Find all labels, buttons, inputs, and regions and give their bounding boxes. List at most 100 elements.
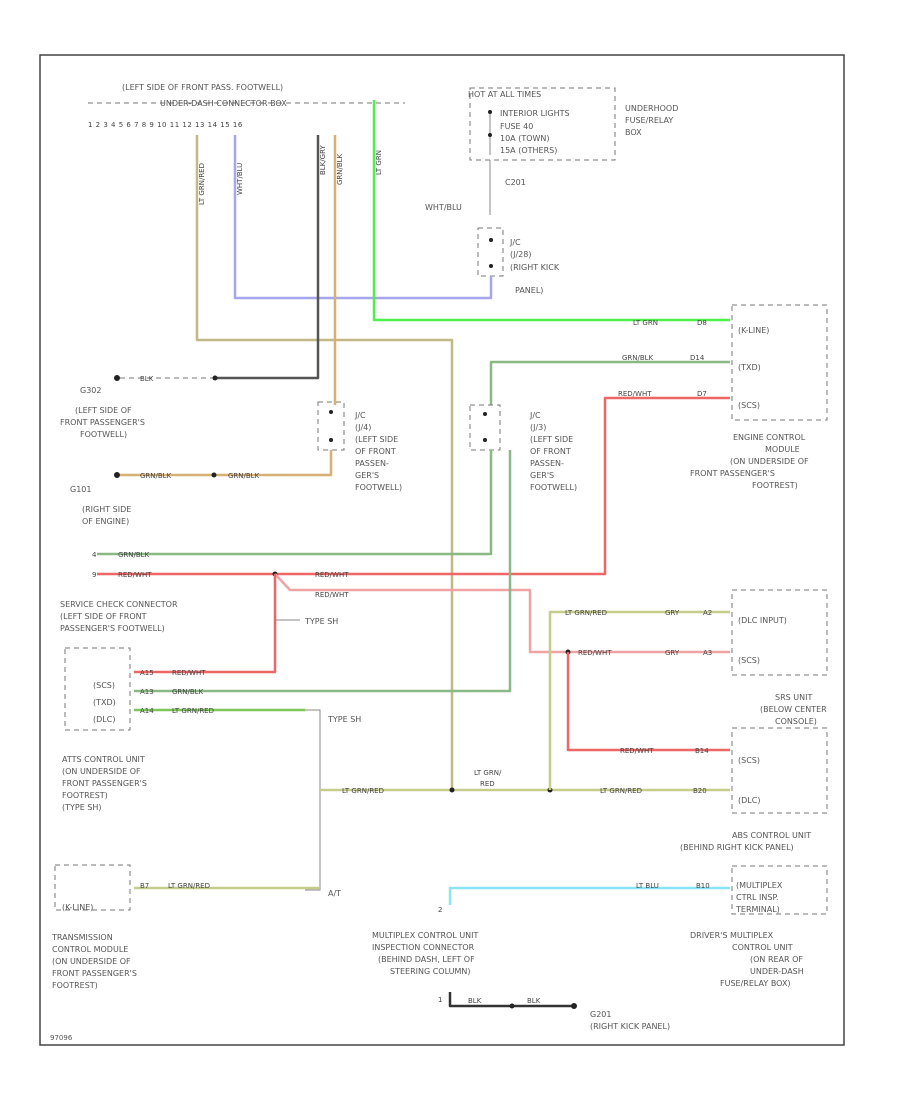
ecm-label-5: FOOTREST) [752,481,798,490]
g201-ground [571,1003,577,1009]
mcu-label-1: MULTIPLEX CONTROL UNIT [372,931,479,940]
jc-b-outline [469,404,501,451]
wire-red-wht-ecm-label: RED/WHT [618,390,652,398]
tcm-label-2: CONTROL MODULE [52,945,128,954]
g302-label: G302 [80,386,101,395]
jc-b-node-1 [483,412,487,416]
wire-grn-blk-atts [134,450,512,693]
wire-lt-grn-red-vertical [195,135,454,790]
abs-pin-b14: B14 [695,747,709,755]
jc-a-node-1 [329,410,333,414]
atts-label-1: ATTS CONTROL UNIT [62,755,145,764]
ecm-label-1: ENGINE CONTROL [733,433,806,442]
jc-a-outline [317,401,345,451]
dmcu-connector-outline [731,865,828,915]
jc-right-kick-label-2: (J/28) [510,250,531,259]
abs-connector-outline [731,727,828,814]
g302-splice [212,375,218,381]
wire-red-wht-scc-label: RED/WHT [118,571,152,579]
scc-label-3: PASSENGER'S FOOTWELL) [60,624,165,633]
jc-b-label-7: FOOTWELL) [530,483,577,492]
tcm-pin-kline: (K-LINE) [62,903,93,912]
tcm-connector-outline [54,864,131,911]
vertical-wire-label-2: WHT/BLU [236,163,244,195]
dmcu-pin-label-1: (MULTIPLEX [736,881,783,890]
g101-wire-label-2: GRN/BLK [228,472,260,480]
wire-red-wht-to-atts [134,574,277,674]
bus-splice-1 [449,787,455,793]
tcm-label-1: TRANSMISSION [51,933,113,942]
dmcu-label-1: DRIVER'S MULTIPLEX [690,931,774,940]
tcm-label-3: (ON UNDERSIDE OF [52,957,131,966]
fuse-label-1: INTERIOR LIGHTS [500,109,570,118]
g101-label: G101 [70,485,91,494]
wire-grn-blk-ecm [489,360,730,405]
wire-lt-grn-ecm-label: LT GRN [633,319,658,327]
wire-lt-grn-red-bus-label: LT GRN/RED [342,787,384,795]
diagram-frame [39,54,845,1046]
atts-connector-outline [64,647,131,731]
abs-pin-dlc: (DLC) [738,796,760,805]
g101-ground [114,472,120,478]
jc-b-label-3: (LEFT SIDE [530,435,573,444]
wire-lt-grn-red-mid-label-2: RED [480,780,495,788]
g201-wire-label-2: BLK [527,997,541,1005]
abs-label-2: (BEHIND RIGHT KICK PANEL) [680,843,794,852]
atts-pin-a14: A14 [140,707,154,715]
abs-label-1: ABS CONTROL UNIT [732,831,811,840]
srs-label-3: CONSOLE) [775,717,817,726]
g101-location-1: (RIGHT SIDE [82,505,131,514]
wire-red-wht-mid-label-1: RED/WHT [315,571,349,579]
ecm-label-3: (ON UNDERSIDE OF [730,457,809,466]
wire-lt-grn-red-tcm-label: LT GRN/RED [168,882,210,890]
jc-a-label-6: GER'S [355,471,379,480]
wire-grn-blk-scc [97,450,493,556]
underhood-fuse-box-outline [469,87,616,161]
g101-location-2: OF ENGINE) [82,517,129,526]
atts-pin-scs: (SCS) [93,681,115,690]
at-label: A/T [328,889,341,898]
mcu-label-2: INSPECTION CONNECTOR [372,943,475,952]
jc-a-label-5: PASSEN- [355,459,389,468]
srs-pin-a2: A2 [703,609,712,617]
dmcu-label-5: FUSE/RELAY BOX) [720,979,791,988]
fusebox-label-1: UNDERHOOD [625,104,678,113]
jc-right-kick-node-2 [489,264,493,268]
wire-red-wht-mid-label-2: RED/WHT [315,591,349,599]
c201-label: C201 [505,178,526,187]
dmcu-label-3: (ON REAR OF [750,955,803,964]
fuse-label-3: 10A (TOWN) [500,134,550,143]
scc-label-2: (LEFT SIDE OF FRONT [60,612,147,621]
dmcu-pin-label-3: TERMINAL) [735,905,780,914]
wire-red-wht-abs-label: RED/WHT [620,747,654,755]
vertical-wire-label-1: LT GRN/RED [198,163,206,205]
ecm-label-2: MODULE [765,445,800,454]
wire-blk-g201 [448,992,572,1008]
ecm-label-4: FRONT PASSENGER'S [690,469,775,478]
type-sh-label-2: TYPE SH [327,715,361,724]
jc-right-kick-label-1: J/C [509,238,521,247]
wire-blk-gry [215,135,320,380]
wire-lt-grn-red-srs [548,610,730,790]
g101-splice [211,472,217,478]
tcm-label-5: FOOTREST) [52,981,98,990]
jc-b-label-6: GER'S [530,471,554,480]
wire-red-wht-atts-label: RED/WHT [172,669,206,677]
g302-location-1: (LEFT SIDE OF [75,406,132,415]
srs-pin-scs: (SCS) [738,656,760,665]
jc-a-label-1: J/C [354,411,366,420]
atts-label-5: (TYPE SH) [62,803,102,812]
scc-label-1: SERVICE CHECK CONNECTOR [60,600,178,609]
g201-splice [509,1003,515,1009]
abs-pin-scs: (SCS) [738,756,760,765]
srs-wire-gry-1: GRY [665,609,680,617]
left-footwell-label: (LEFT SIDE OF FRONT PASS. FOOTWELL) [122,83,283,92]
jc-right-kick-outline [477,227,504,277]
atts-pin-dlc: (DLC) [93,715,115,724]
jc-b-label-5: PASSEN- [530,459,564,468]
g201-location: (RIGHT KICK PANEL) [590,1022,670,1031]
jc-b-label-4: OF FRONT [530,447,571,456]
vertical-wire-label-3: BLK/GRY [319,145,327,175]
fuse-terminal-top [488,110,492,114]
wire-red-wht-srs-label: RED/WHT [578,649,612,657]
